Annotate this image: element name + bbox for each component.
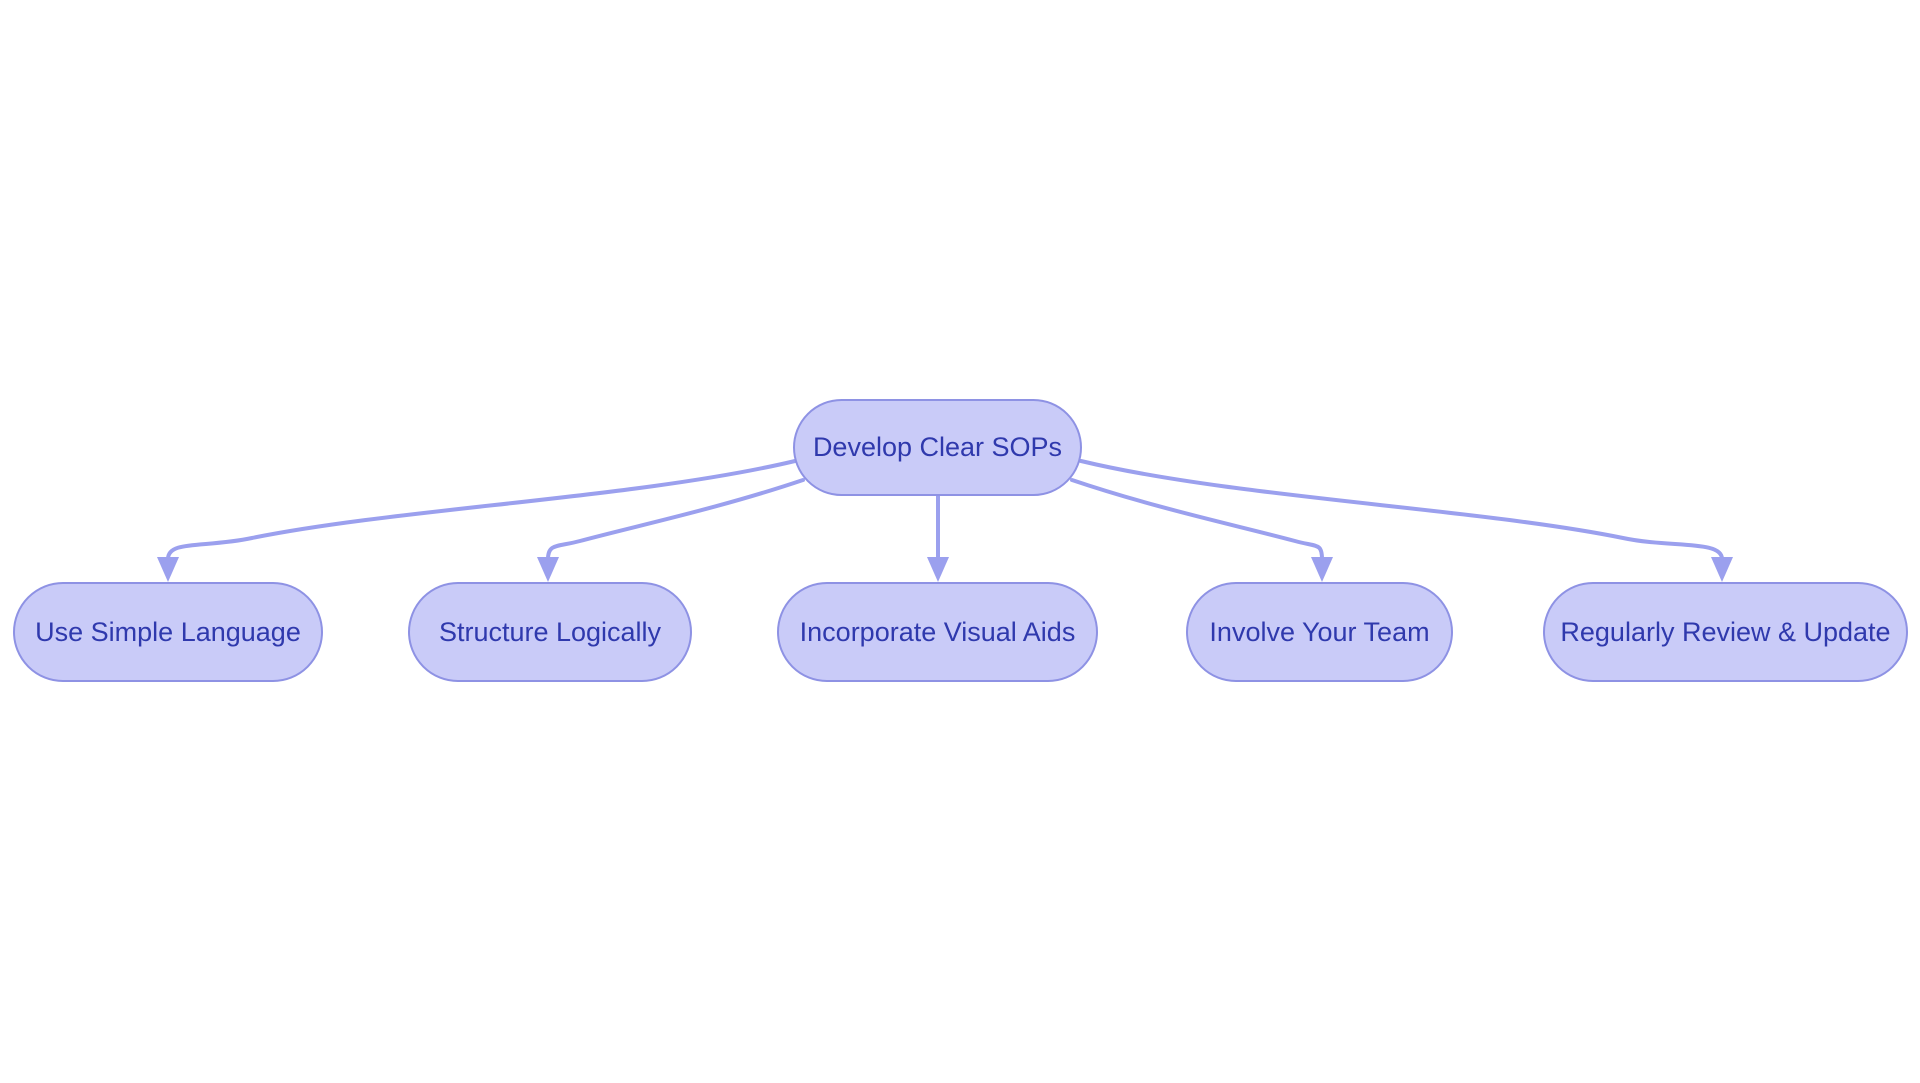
arrowhead-icon [1711,557,1733,582]
edge-root-to-use-simple-language [157,459,797,582]
edge-root-to-involve-your-team [1070,478,1333,582]
node-label: Incorporate Visual Aids [799,616,1076,647]
node-label: Structure Logically [438,616,662,647]
edge-root-to-regularly-review-update [1079,459,1733,582]
node-use-simple-language: Use Simple Language [13,582,323,682]
node-develop-clear-sops: Develop Clear SOPs [793,399,1082,496]
edge-line [546,478,805,561]
node-label: Involve Your Team [1209,616,1430,647]
node-regularly-review-update: Regularly Review & Update [1543,582,1908,682]
arrowhead-icon [927,557,949,582]
node-structure-logically: Structure Logically [408,582,692,682]
node-label: Regularly Review & Update [1560,616,1891,647]
edge-line [1070,478,1324,561]
node-incorporate-visual-aids: Incorporate Visual Aids [777,582,1098,682]
arrowhead-icon [1311,557,1333,582]
edge-line [166,459,797,561]
node-label: Use Simple Language [35,616,301,647]
arrowhead-icon [537,557,559,582]
node-label: Develop Clear SOPs [812,432,1063,463]
edge-root-to-structure-logically [537,478,805,582]
arrowhead-icon [157,557,179,582]
edge-root-to-incorporate-visual-aids [927,494,949,582]
node-involve-your-team: Involve Your Team [1186,582,1453,682]
edge-line [1079,459,1724,561]
